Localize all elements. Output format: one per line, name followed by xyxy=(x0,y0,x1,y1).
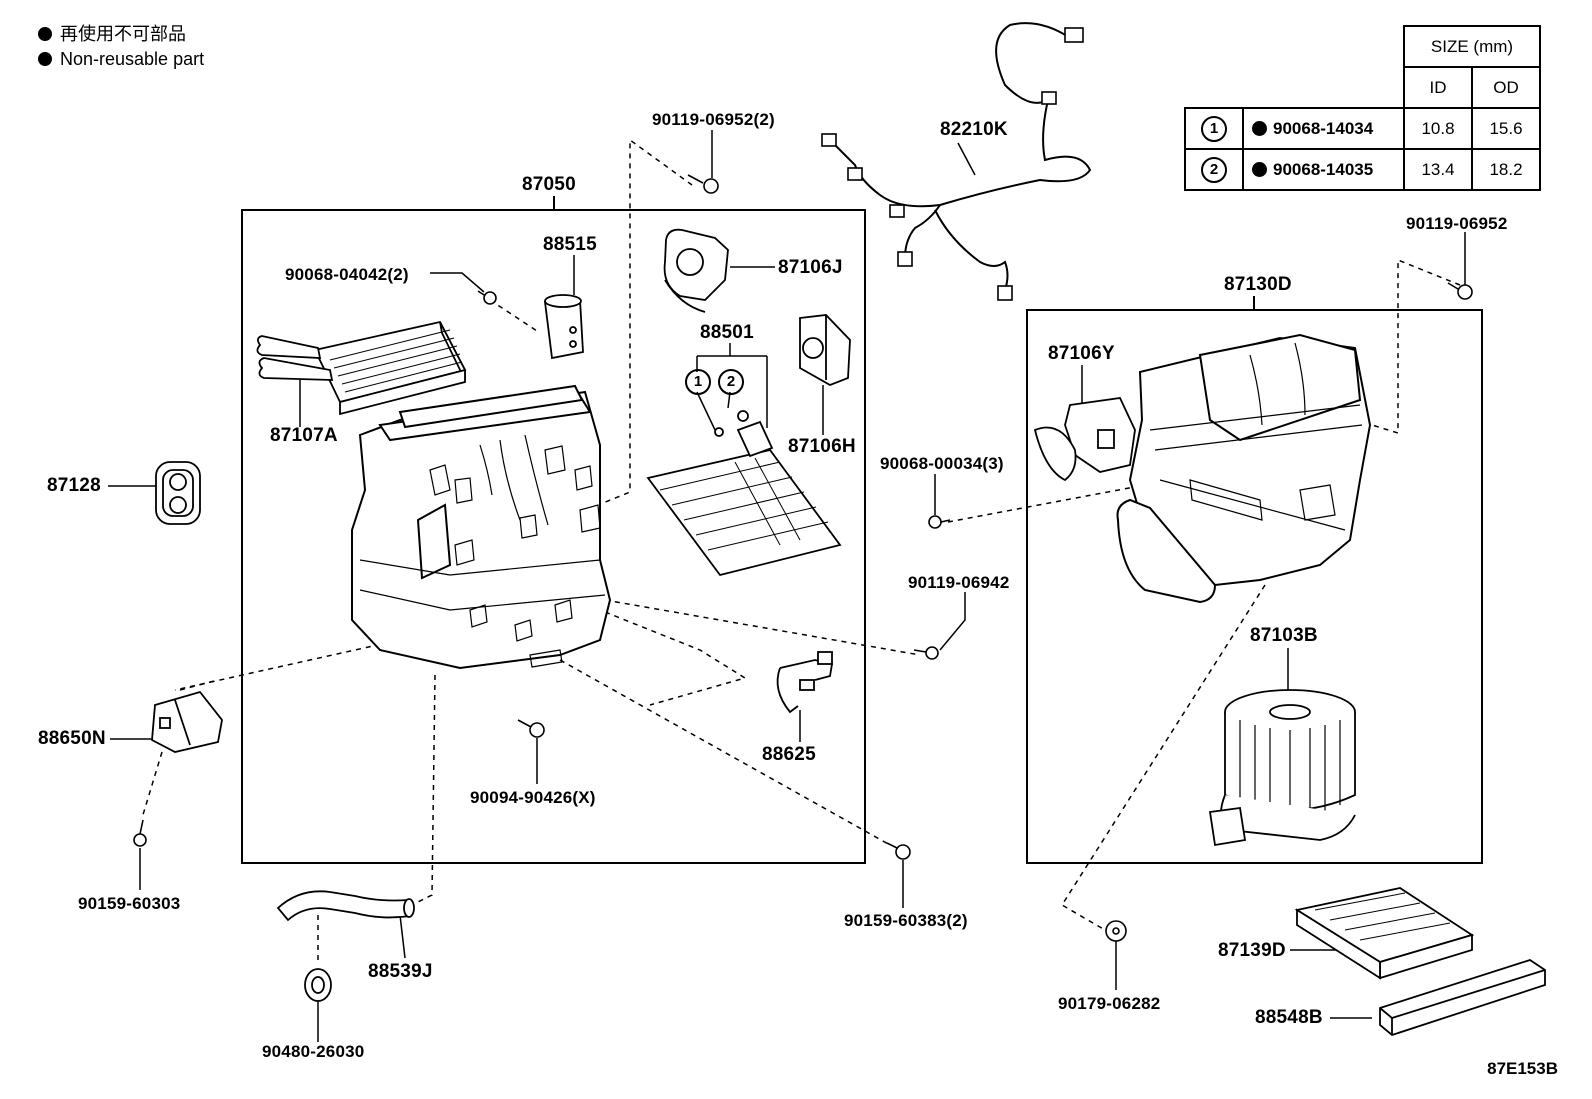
part-label-88539J[interactable]: 88539J xyxy=(368,961,433,982)
size-row-part: 90068-14034 xyxy=(1273,118,1374,138)
size-table-title: SIZE (mm) xyxy=(1403,25,1541,68)
size-col-id: ID xyxy=(1403,66,1473,109)
callout-circle-2: 2 xyxy=(718,369,744,395)
part-label-88548B[interactable]: 88548B xyxy=(1255,1007,1323,1028)
grommet-87128 xyxy=(155,461,201,525)
non-reusable-dot-icon xyxy=(1252,161,1267,177)
servo-87106Y xyxy=(1033,397,1136,482)
part-label-87106J[interactable]: 87106J xyxy=(778,257,843,278)
non-reusable-dot-icon xyxy=(38,52,52,66)
blower-motor-87103B xyxy=(1208,689,1356,847)
wire-harness-82210K xyxy=(829,22,1092,291)
size-row-od: 18.2 xyxy=(1471,148,1541,191)
part-label-88625[interactable]: 88625 xyxy=(762,744,816,765)
legend-japanese: 再使用不可部品 xyxy=(38,25,186,43)
part-label-82210K[interactable]: 82210K xyxy=(940,119,1008,140)
screw-90119-06952 xyxy=(1447,282,1473,300)
part-label-90119-06942[interactable]: 90119-06942 xyxy=(908,573,1010,592)
hose-88539J xyxy=(276,890,415,922)
part-label-87103B[interactable]: 87103B xyxy=(1250,625,1318,646)
filter-cover-88548B xyxy=(1379,959,1546,1037)
size-row-part: 90068-14035 xyxy=(1273,159,1374,179)
part-label-87106H[interactable]: 87106H xyxy=(788,436,856,457)
fasteners xyxy=(133,174,1473,942)
circle-key-1: 1 xyxy=(1201,115,1227,142)
size-row: 1 90068-14034 10.8 15.6 xyxy=(1184,107,1541,150)
legend-english: Non-reusable part xyxy=(38,50,204,68)
screw-90119-06952-2 xyxy=(687,174,719,194)
part-label-90179-06282[interactable]: 90179-06282 xyxy=(1058,994,1161,1013)
part-label-87130D[interactable]: 87130D xyxy=(1224,274,1292,295)
leader-lines xyxy=(108,130,1466,1042)
servo-87106J xyxy=(663,228,729,313)
part-label-90480-26030[interactable]: 90480-26030 xyxy=(262,1042,365,1061)
size-row-id: 13.4 xyxy=(1403,148,1473,191)
part-label-87106Y[interactable]: 87106Y xyxy=(1048,343,1115,364)
expansion-valve-88515 xyxy=(543,294,584,360)
sensor-88625 xyxy=(776,651,834,714)
part-label-88650N[interactable]: 88650N xyxy=(38,728,106,749)
screw-90159-60383 xyxy=(886,842,911,860)
bolt-90068-00034 xyxy=(928,515,951,529)
heater-case-87050 xyxy=(351,384,612,670)
part-label-90119-06952-2[interactable]: 90119-06952(2) xyxy=(652,110,775,129)
evaporator-88501 xyxy=(646,410,842,577)
heater-core-87107A xyxy=(256,320,467,416)
part-label-90068-00034-3[interactable]: 90068-00034(3) xyxy=(880,454,1004,473)
diagram-code: 87E153B xyxy=(1487,1059,1558,1078)
part-label-90159-60383-2[interactable]: 90159-60383(2) xyxy=(844,911,968,930)
grommet-90480-26030 xyxy=(304,968,332,1002)
part-label-90159-60303[interactable]: 90159-60303 xyxy=(78,894,181,913)
bolt-90068-04042 xyxy=(477,290,497,305)
legend-en-text: Non-reusable part xyxy=(60,49,205,69)
size-row-id: 10.8 xyxy=(1403,107,1473,150)
part-label-88501[interactable]: 88501 xyxy=(700,322,754,343)
screw-90159-60303 xyxy=(133,819,147,847)
cabin-filter-87139D xyxy=(1294,887,1475,980)
size-row: 2 90068-14035 13.4 18.2 xyxy=(1184,148,1541,191)
part-label-87050[interactable]: 87050 xyxy=(522,174,576,195)
callout-circle-1: 1 xyxy=(685,369,711,395)
servo-88650N xyxy=(151,690,223,753)
size-col-od: OD xyxy=(1471,66,1541,109)
part-label-90094-90426X[interactable]: 90094-90426(X) xyxy=(470,788,596,807)
part-label-88515[interactable]: 88515 xyxy=(543,234,597,255)
legend-jp-text: 再使用不可部品 xyxy=(60,24,186,44)
servo-87106H xyxy=(799,314,851,386)
part-label-87128[interactable]: 87128 xyxy=(47,475,101,496)
non-reusable-dot-icon xyxy=(1252,120,1267,136)
screw-90119-06942 xyxy=(913,646,939,660)
clip-90094-90426 xyxy=(517,719,545,738)
blower-case-87130D xyxy=(1116,333,1372,604)
size-table: SIZE (mm) ID OD 1 90068-14034 10.8 15.6 … xyxy=(1184,25,1541,191)
circle-key-2: 2 xyxy=(1201,156,1227,183)
part-label-87107A[interactable]: 87107A xyxy=(270,425,338,446)
part-label-87139D[interactable]: 87139D xyxy=(1218,940,1286,961)
non-reusable-dot-icon xyxy=(38,27,52,41)
part-label-90068-04042-2[interactable]: 90068-04042(2) xyxy=(285,265,409,284)
nut-90179-06282 xyxy=(1105,920,1127,942)
size-row-od: 15.6 xyxy=(1471,107,1541,150)
part-label-90119-06952[interactable]: 90119-06952 xyxy=(1406,214,1508,233)
